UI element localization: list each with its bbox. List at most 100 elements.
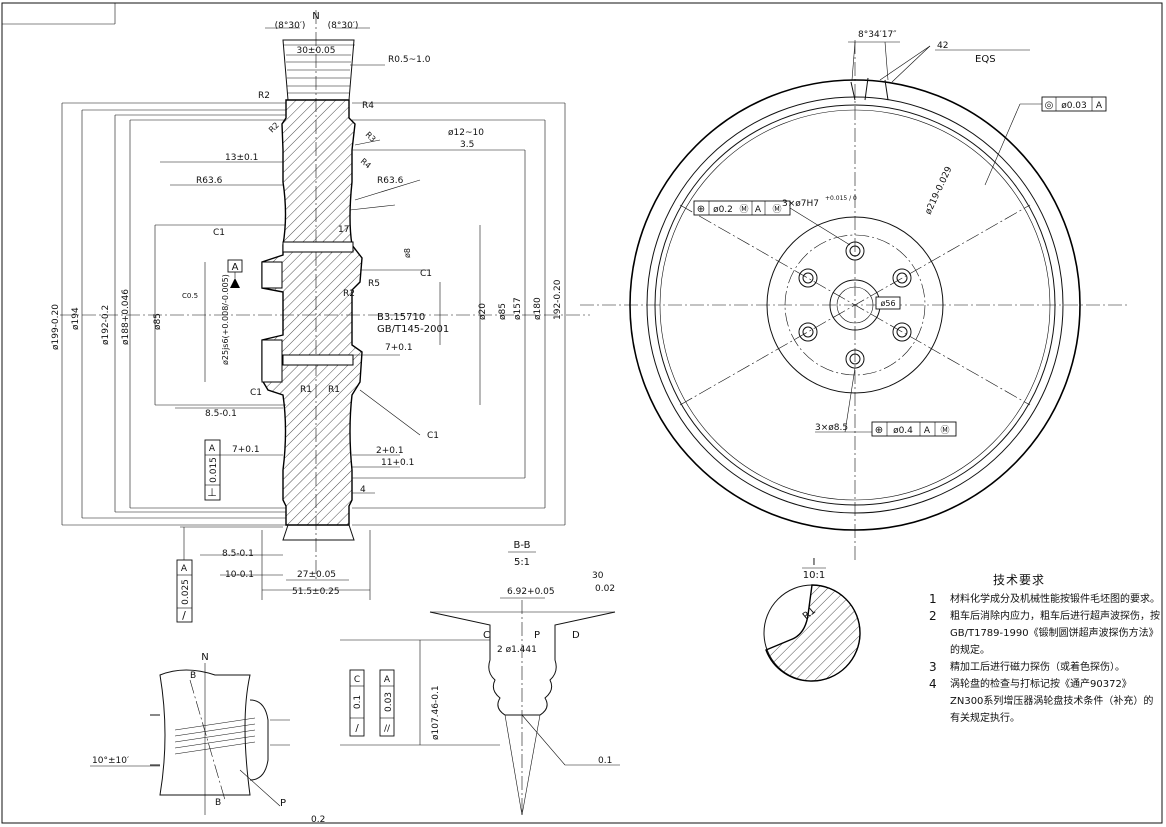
svg-text:⊕: ⊕ [875, 425, 883, 436]
svg-text:3×ø7H7: 3×ø7H7 [782, 199, 819, 209]
svg-text:C: C [354, 675, 360, 685]
svg-text:A: A [384, 675, 391, 685]
svg-text:⊕: ⊕ [697, 204, 705, 215]
svg-text:ø188+0.046: ø188+0.046 [121, 289, 131, 345]
svg-text:B: B [215, 798, 221, 808]
standard-ref: GB/T145-2001 [377, 324, 449, 335]
svg-text:A: A [181, 564, 188, 574]
svg-text:13±0.1: 13±0.1 [225, 153, 258, 163]
svg-text:192-0.20: 192-0.20 [553, 279, 563, 320]
svg-text://: // [384, 724, 391, 734]
svg-text:Ⓜ: Ⓜ [772, 204, 781, 215]
svg-text:0.1: 0.1 [353, 695, 363, 709]
svg-text:R4: R4 [359, 157, 373, 171]
svg-text:5:1: 5:1 [514, 557, 530, 568]
svg-text:◎: ◎ [1045, 100, 1054, 111]
svg-text:0.03: 0.03 [384, 692, 394, 712]
svg-text:⊥: ⊥ [207, 486, 217, 499]
svg-text:/: / [182, 609, 186, 622]
svg-text:C: C [483, 630, 490, 641]
svg-text:A: A [1096, 101, 1103, 111]
svg-text:ø0.2: ø0.2 [713, 205, 733, 215]
svg-text:0.1: 0.1 [598, 756, 612, 766]
svg-text:30: 30 [592, 571, 604, 581]
svg-text:R63.6: R63.6 [196, 176, 223, 186]
svg-text:ø157: ø157 [513, 297, 523, 320]
svg-text:ø199-0.20: ø199-0.20 [51, 304, 61, 350]
dim-width-30: 30±0.05 [296, 46, 335, 56]
section-bb-view: B-B 5:1 6.92+0.05 0.02 30 C D P 2 ø1.441… [340, 540, 620, 816]
svg-text:P: P [280, 798, 286, 809]
svg-text:C0.5: C0.5 [182, 292, 198, 300]
section-view: A A 0.015 ⊥ A 0.025 / N (8°30′) (8°30′) … [51, 10, 590, 623]
svg-text:ø20: ø20 [478, 303, 488, 320]
svg-text:8.5-0.1: 8.5-0.1 [205, 409, 237, 419]
svg-text:ø12~10: ø12~10 [448, 128, 484, 138]
svg-text:R5: R5 [368, 279, 380, 289]
perpendicularity-fcf: A 0.015 ⊥ [204, 439, 221, 501]
svg-text:0.015: 0.015 [209, 457, 219, 483]
detail-i-title: I [813, 557, 816, 568]
svg-text:C1: C1 [250, 388, 262, 398]
svg-text:B: B [190, 671, 196, 681]
runout-fcf: A 0.025 / [176, 527, 193, 623]
svg-text:ø0.03: ø0.03 [1061, 101, 1087, 111]
svg-text:ø0.4: ø0.4 [893, 426, 913, 436]
svg-text:ø56: ø56 [880, 299, 895, 308]
svg-text:10°±10′: 10°±10′ [92, 756, 129, 766]
face-view: 8°34′17″ 42 EQS ◎ ø0.03 A ⊕ ø0.2 Ⓜ A Ⓜ 3… [580, 30, 1130, 560]
svg-text:C1: C1 [427, 431, 439, 441]
svg-text:/: / [355, 723, 359, 734]
svg-text:A: A [755, 205, 762, 215]
svg-text:27±0.05: 27±0.05 [297, 570, 336, 580]
svg-text:7+0.1: 7+0.1 [232, 445, 260, 455]
svg-text:R4: R4 [362, 101, 374, 111]
svg-text:R2: R2 [343, 289, 355, 299]
svg-text:R0.5~1.0: R0.5~1.0 [388, 55, 431, 65]
svg-text:17: 17 [338, 225, 349, 235]
svg-text:R2: R2 [267, 121, 281, 135]
svg-text:C1: C1 [213, 228, 225, 238]
svg-text:EQS: EQS [975, 54, 996, 65]
svg-text:0.025: 0.025 [181, 579, 191, 605]
svg-text:ø25js6(+0.008/-0.005): ø25js6(+0.008/-0.005) [221, 274, 230, 365]
requirements-title: 技术要求 [993, 573, 1046, 587]
svg-text:10-0.1: 10-0.1 [225, 570, 254, 580]
svg-text:R63.6: R63.6 [377, 176, 404, 186]
detail-i-view: I 10:1 R1 [763, 557, 861, 682]
svg-text:7+0.1: 7+0.1 [385, 343, 413, 353]
svg-text:3×ø8.5: 3×ø8.5 [815, 423, 848, 433]
svg-text:R1: R1 [328, 385, 340, 395]
label-n: N [312, 11, 319, 22]
datum-a-label: A [232, 262, 239, 273]
svg-text:(8°30′): (8°30′) [275, 21, 306, 31]
svg-text:11+0.1: 11+0.1 [381, 458, 414, 468]
svg-text:4: 4 [360, 485, 366, 495]
material-designation: B3.15710 [377, 312, 425, 323]
svg-text:R2: R2 [258, 91, 270, 101]
svg-text:C1: C1 [420, 269, 432, 279]
svg-text:ø85: ø85 [153, 313, 163, 330]
svg-text:A: A [209, 444, 216, 454]
svg-text:ø219-0.029: ø219-0.029 [924, 165, 955, 216]
svg-text:ø107.46-0.1: ø107.46-0.1 [431, 685, 441, 740]
svg-text:6.92+0.05: 6.92+0.05 [507, 587, 555, 597]
svg-text:ø8: ø8 [403, 248, 412, 258]
svg-text:P: P [534, 630, 540, 641]
svg-text:A: A [924, 426, 931, 436]
svg-text:ø194: ø194 [71, 307, 81, 330]
svg-text:3.5: 3.5 [460, 140, 474, 150]
section-bb-title: B-B [514, 540, 531, 551]
svg-text:0.02: 0.02 [595, 584, 615, 594]
svg-text:D: D [572, 630, 580, 641]
svg-text:ø192-0.2: ø192-0.2 [101, 305, 111, 345]
svg-text:N: N [201, 652, 208, 663]
svg-text:51.5±0.25: 51.5±0.25 [292, 587, 340, 597]
